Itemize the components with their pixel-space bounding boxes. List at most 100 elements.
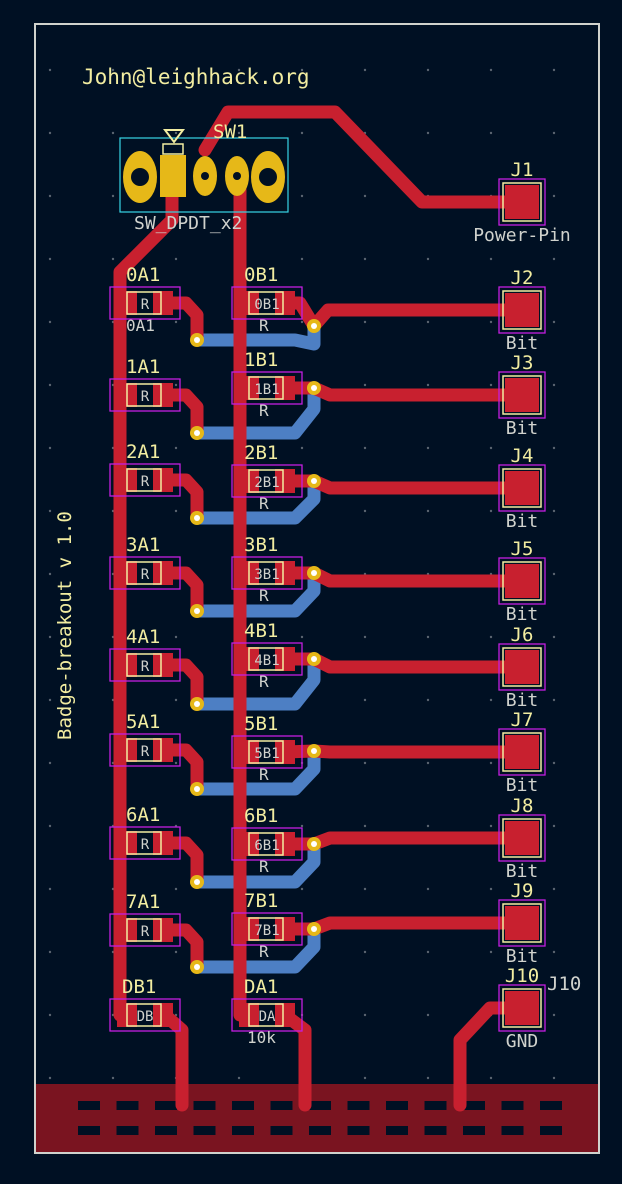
edge-pad — [540, 1126, 562, 1135]
resistor-b-1-pad-label: 1B1 — [254, 382, 279, 398]
resistor-b-5-value: R — [259, 765, 269, 784]
edge-pad — [424, 1126, 447, 1135]
connector-pins: J1Power-PinJ2BitJ3BitJ4BitJ5BitJ6BitJ7Bi… — [473, 159, 581, 1052]
resistor-b-0-pad-label: 0B1 — [254, 297, 279, 313]
edge-pad — [501, 1126, 524, 1135]
edge-pad — [424, 1101, 447, 1110]
connector-j1-ref: J1 — [511, 159, 534, 181]
edge-pad — [193, 1101, 216, 1110]
resistor-a-1-ref: 1A1 — [126, 356, 160, 378]
resistor-b-0-value: R — [259, 316, 269, 335]
resistor-a-0-value: 0A1 — [126, 316, 155, 335]
resistor-a-3: R 3A1 — [109, 534, 181, 590]
edge-pad — [501, 1101, 524, 1110]
author-text: John@leighhack.org — [82, 65, 310, 89]
front-trace — [278, 652, 529, 674]
front-trace — [278, 916, 529, 936]
resistor-b-7-value: R — [259, 942, 269, 961]
connector-j9-value: Bit — [506, 946, 539, 967]
back-trace — [190, 319, 321, 351]
connector-j8-value: Bit — [506, 861, 539, 882]
edge-connector-pads — [78, 1101, 562, 1135]
connector-j4-value: Bit — [506, 511, 539, 532]
connector-j1-value: Power-Pin — [473, 225, 571, 246]
connector-j6-ref: J6 — [511, 624, 534, 646]
resistor-da1-ref: DA1 — [244, 976, 278, 998]
front-trace — [278, 381, 529, 402]
resistor-a-3-pad-label: R — [141, 567, 150, 583]
connector-j7-value: Bit — [506, 775, 539, 796]
connector-j3-value: Bit — [506, 418, 539, 439]
front-trace — [278, 744, 529, 759]
resistor-column-b: 0B10B1R1B11B1R2B12B1R3B13B1R4B14B1R5B15B… — [231, 264, 303, 1047]
edge-pad — [116, 1126, 139, 1135]
resistor-b-2-value: R — [259, 494, 269, 513]
resistor-da1-pad-label: DA — [259, 1009, 276, 1025]
edge-pad — [78, 1101, 100, 1110]
connector-j4-ref: J4 — [511, 445, 534, 467]
resistor-b-3-pad-label: 3B1 — [254, 567, 279, 583]
resistor-a-5: R 5A1 — [109, 711, 181, 767]
edge-pad — [78, 1126, 100, 1135]
edge-pad — [540, 1101, 562, 1110]
resistor-a-3-ref: 3A1 — [126, 534, 160, 556]
resistor-a-5-ref: 5A1 — [126, 711, 160, 733]
resistor-a-2-ref: 2A1 — [126, 441, 160, 463]
edge-pad — [232, 1126, 254, 1135]
switch-footprint — [119, 129, 289, 213]
board-outline — [34, 23, 600, 1154]
resistor-b-1-value: R — [259, 401, 269, 420]
edge-pad — [463, 1101, 485, 1110]
resistor-a-5-pad-label: R — [141, 744, 150, 760]
resistor-b-5-pad-label: 5B1 — [254, 746, 279, 762]
resistor-a-6-pad-label: R — [141, 837, 150, 853]
resistor-db1-pad-label: DB — [137, 1009, 154, 1025]
edge-pad — [309, 1126, 331, 1135]
connector-j8-ref: J8 — [511, 795, 534, 817]
resistor-a-2-pad-label: R — [141, 474, 150, 490]
resistor-a-2: R 2A1 — [109, 441, 181, 497]
front-copper-layer — [113, 105, 529, 1112]
edge-pad — [232, 1101, 254, 1110]
edge-connector — [36, 1084, 598, 1152]
version-text: Badge-breakout v 1.0 — [54, 511, 76, 740]
resistor-b-3-ref: 3B1 — [244, 534, 278, 556]
connector-j10-value: GND — [506, 1031, 539, 1052]
connector-j7-ref: J7 — [511, 709, 534, 731]
connector-j9-ref: J9 — [511, 880, 534, 902]
front-trace — [278, 296, 529, 333]
back-copper-layer — [190, 319, 321, 974]
resistor-a-4-ref: 4A1 — [126, 626, 160, 648]
resistor-b-2-pad-label: 2B1 — [254, 475, 279, 491]
edge-pad — [155, 1126, 177, 1135]
vias — [190, 319, 321, 974]
resistor-a-0-pad-label: R — [141, 297, 150, 313]
resistor-b-3-value: R — [259, 586, 269, 605]
switch-trace-a — [113, 183, 179, 1022]
connector-j3-ref: J3 — [511, 352, 534, 374]
edge-pad — [270, 1101, 293, 1110]
connector-j2-value: Bit — [506, 333, 539, 354]
front-trace — [278, 474, 529, 495]
